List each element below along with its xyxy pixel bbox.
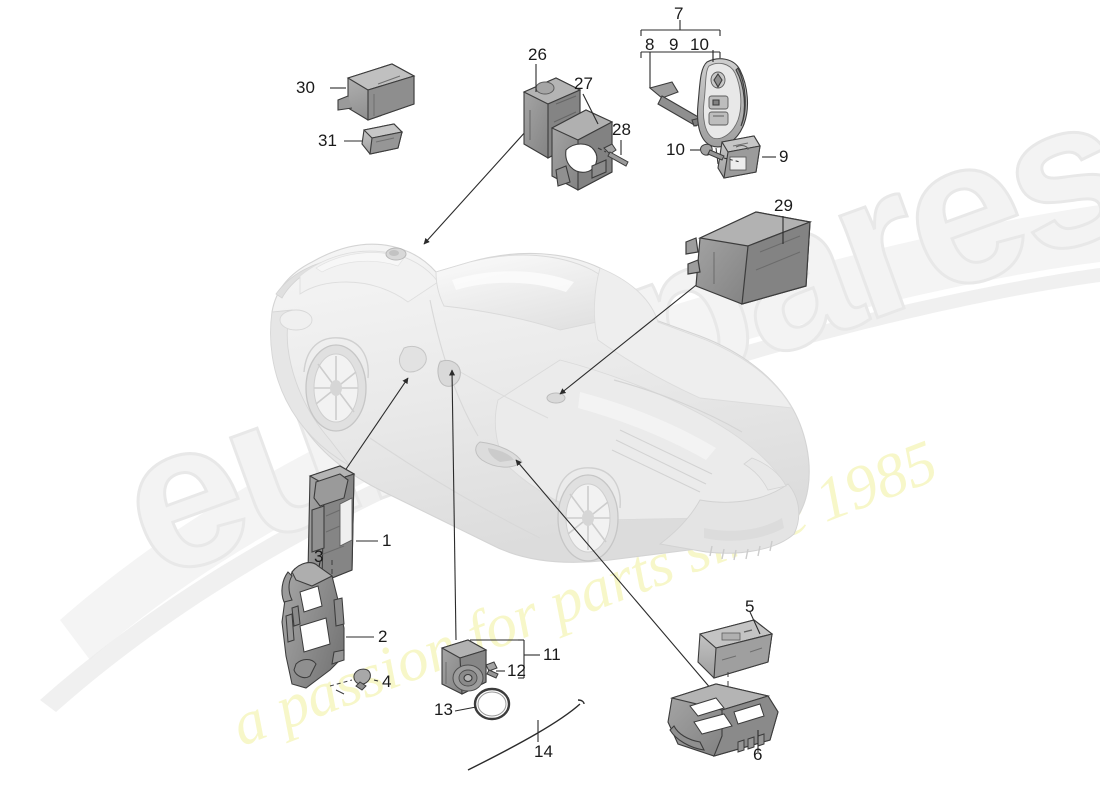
callout-label-4: 4 [382, 672, 392, 691]
callout-label-30: 30 [296, 78, 315, 97]
rear-wheel [557, 474, 619, 562]
callout-label-11: 11 [543, 645, 561, 664]
part-7-remote-key [696, 50, 749, 165]
part-2-mounting-bracket [281, 562, 374, 689]
part-28-latch-screw [597, 140, 629, 167]
part-14-antenna-cable [467, 699, 585, 771]
callout-label-31: 31 [318, 131, 337, 150]
group-11-bracket [470, 639, 540, 679]
leader-lines [339, 119, 713, 691]
callout-label-5: 5 [745, 597, 755, 616]
callout-label-13: 13 [434, 700, 453, 719]
callout-label-26: 26 [528, 45, 547, 64]
callout-label-29: 29 [774, 196, 793, 215]
callout-label-28: 28 [612, 120, 631, 139]
callout-label-6: 6 [753, 745, 763, 764]
callout-label-12: 12 [507, 661, 526, 680]
part-8-emergency-key-blade [648, 66, 703, 127]
part-12-siren-screw [485, 661, 499, 679]
part-11-siren-assembly [440, 639, 488, 695]
callout-label-14: 14 [534, 742, 553, 761]
part-27-hood-latch-unit [550, 93, 614, 191]
callout-label-7: 7 [674, 4, 684, 23]
callout-label-9b: 9 [779, 147, 789, 166]
part-29-comfort-control-module [685, 211, 813, 305]
front-wheel [305, 344, 367, 432]
callout-label-10b: 10 [666, 140, 685, 159]
callout-label-8: 8 [645, 35, 655, 54]
part-30-receiver-module [330, 63, 416, 121]
part-13-sealing-ring [454, 687, 511, 721]
part-5-antenna-module [697, 611, 774, 718]
callout-label-2: 2 [378, 627, 388, 646]
part-9-transponder-chip [717, 135, 776, 179]
callout-label-3: 3 [314, 547, 324, 566]
part-10-key-screw [690, 143, 741, 163]
callout-label-27: 27 [574, 74, 593, 93]
part-6-module-carrier [667, 683, 779, 757]
part-31-sensor-pad [344, 123, 404, 155]
part-4-clip-fastener [329, 668, 379, 695]
car-illustration [270, 243, 810, 563]
callout-label-10a: 10 [690, 35, 709, 54]
callout-label-9a: 9 [669, 35, 679, 54]
callout-label-1: 1 [382, 531, 392, 550]
